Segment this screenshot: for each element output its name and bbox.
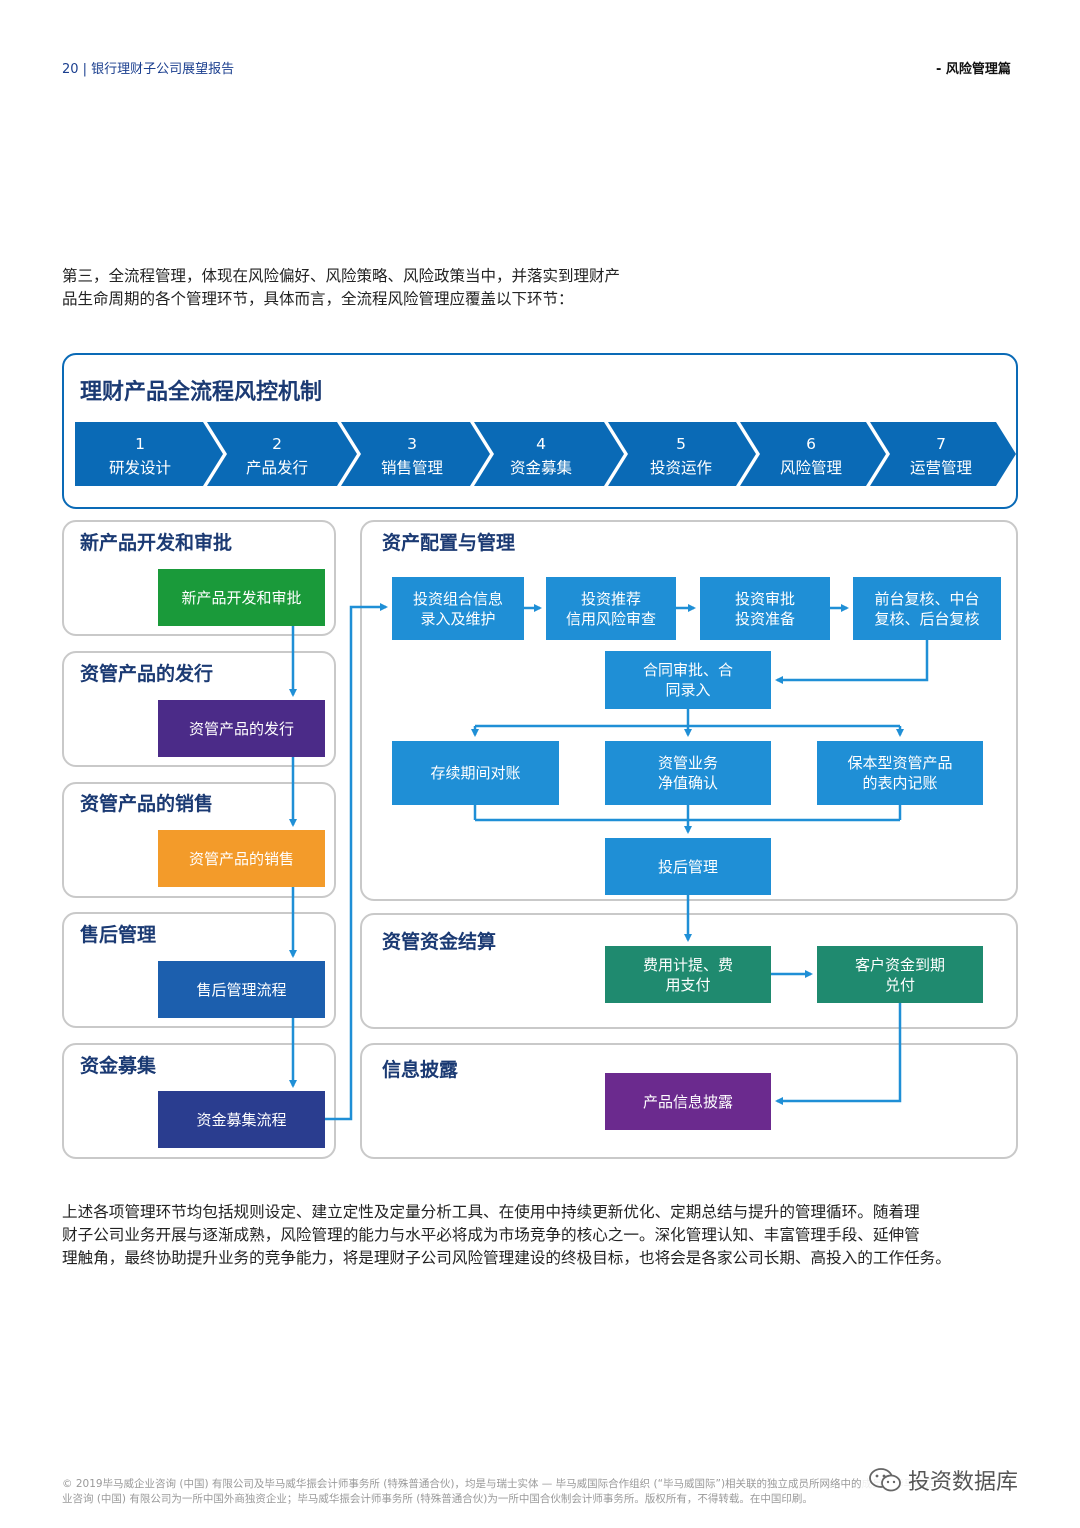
step-4-number: 4 [536,435,546,453]
intro-line-2: 品生命周期的各个管理环节，具体而言，全流程风险管理应覆盖以下环节： [62,290,574,308]
box-investment-recommendation: 投资推荐信用风险审查 [546,577,676,640]
section-label: - 风险管理篇 [936,62,1011,77]
page-header-label: 20 | 银行理财子公司展望报告 [62,62,235,77]
box-portfolio-info-line2: 录入及维护 [420,609,496,628]
panel-settlement-title: 资管资金结算 [382,931,497,953]
box-contract-line1: 合同审批、合 [642,661,733,679]
diagram-title: 理财产品全流程风控机制 [80,380,323,405]
box-after-sales: 售后管理流程 [158,961,325,1018]
step-2-number: 2 [272,435,282,453]
step-3-label: 销售管理 [380,459,443,477]
intro-paragraph: 第三，全流程管理，体现在风险偏好、风险策略、风险政策当中，并落实到理财产 品生命… [62,265,762,311]
box-investment-approval-line2: 投资准备 [734,609,795,628]
box-fee-accrual-line1: 费用计提、费 [642,955,733,974]
step-7-label: 运营管理 [909,459,972,477]
summary-line-2: 财子公司业务开展与逐渐成熟，风险管理的能力与水平必将成为市场竞争的核心之一。深化… [62,1226,920,1244]
panel-issuance-title: 资管产品的发行 [80,663,214,685]
step-7: 7 运营管理 [886,432,996,480]
step-1: 1 研发设计 [85,432,195,480]
box-fee-accrual-line2: 用支付 [665,975,711,994]
step-5-label: 投资运作 [649,459,712,477]
box-contract: 合同审批、合同录入 [605,651,771,709]
watermark: 投资数据库 [862,1462,1025,1498]
panel-asset-allocation-title: 资产配置与管理 [382,532,516,554]
panel-new-product-title: 新产品开发和审批 [80,532,233,554]
box-investment-recommendation-line2: 信用风险审查 [565,609,656,628]
step-3: 3 销售管理 [357,432,467,480]
footer-copyright: © 2019毕马威企业咨询 (中国) 有限公司及毕马威华振会计师事务所 (特殊普… [62,1477,1022,1507]
box-portfolio-info: 投资组合信息录入及维护 [392,577,524,640]
footer-line-2: 业咨询 (中国) 有限公司为一所中国外商独资企业；毕马威华振会计师事务所 (特殊… [62,1493,813,1505]
box-reconciliation: 存续期间对账 [392,741,559,805]
wechat-icon [869,1468,901,1492]
box-review-line2: 复核、后台复核 [874,609,980,628]
footer-line-1: © 2019毕马威企业咨询 (中国) 有限公司及毕马威华振会计师事务所 (特殊普… [62,1478,936,1490]
panel-sales-title: 资管产品的销售 [80,793,214,815]
summary-paragraph: 上述各项管理环节均包括规则设定、建立定性及定量分析工具、在使用中持续更新优化、定… [62,1201,1022,1270]
panel-fundraising-title: 资金募集 [80,1055,157,1077]
panel-after-sales-title: 售后管理 [80,924,157,946]
box-sales: 资管产品的销售 [158,830,325,887]
summary-line-3: 理触角，最终协助提升业务的竞争能力，将是理财子公司风险管理建设的终极目标，也将会… [62,1249,951,1267]
step-6-number: 6 [806,435,816,453]
panel-disclosure-title: 信息披露 [382,1059,459,1081]
step-4-label: 资金募集 [509,459,572,477]
summary-line-1: 上述各项管理环节均包括规则设定、建立定性及定量分析工具、在使用中持续更新优化、定… [62,1203,920,1221]
step-6: 6 风险管理 [756,432,866,480]
step-6-label: 风险管理 [779,459,842,477]
box-investment-approval: 投资审批投资准备 [700,577,830,640]
step-1-number: 1 [135,435,145,453]
box-investment-recommendation-line1: 投资推荐 [580,589,641,608]
box-post-investment: 投后管理 [605,838,771,895]
box-review: 前台复核、中台复核、后台复核 [853,577,1001,640]
box-contract-line2: 同录入 [665,681,711,699]
intro-line-1: 第三，全流程管理，体现在风险偏好、风险策略、风险政策当中，并落实到理财产 [62,267,621,285]
step-2: 2 产品发行 [222,432,332,480]
step-5-number: 5 [676,435,686,453]
box-fee-accrual: 费用计提、费用支付 [605,946,771,1003]
box-on-balance-sheet-line1: 保本型资管产品 [847,754,953,772]
step-7-number: 7 [936,435,946,453]
box-reconciliation-line1: 存续期间对账 [430,764,521,782]
box-redemption-line1: 客户资金到期 [854,955,945,974]
box-redemption: 客户资金到期兑付 [817,946,983,1003]
step-1-label: 研发设计 [108,459,171,477]
box-issuance: 资管产品的发行 [158,700,325,757]
box-nav-confirmation-line1: 资管业务 [657,754,718,772]
step-3-number: 3 [407,435,417,453]
step-4: 4 资金募集 [486,432,596,480]
step-5: 5 投资运作 [626,432,736,480]
box-nav-confirmation-line2: 净值确认 [657,774,718,792]
step-2-label: 产品发行 [245,459,308,477]
box-nav-confirmation: 资管业务净值确认 [605,741,771,805]
box-on-balance-sheet-line2: 的表内记账 [862,774,938,792]
watermark-text: 投资数据库 [908,1470,1019,1495]
box-new-product: 新产品开发和审批 [158,569,325,626]
box-fundraising: 资金募集流程 [158,1091,325,1148]
box-investment-approval-line1: 投资审批 [734,589,795,608]
box-on-balance-sheet: 保本型资管产品的表内记账 [817,741,983,805]
box-redemption-line2: 兑付 [884,975,915,994]
box-portfolio-info-line1: 投资组合信息 [412,589,503,608]
box-product-disclosure: 产品信息披露 [605,1073,771,1130]
box-review-line1: 前台复核、中台 [874,589,980,608]
